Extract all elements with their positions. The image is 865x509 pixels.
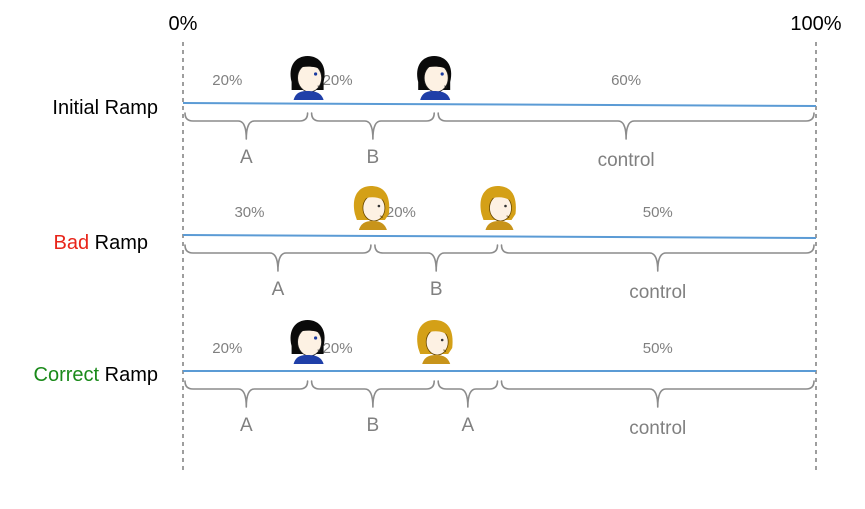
segment-label-bad-0: A — [272, 279, 285, 300]
row-title-bad: Bad Ramp — [54, 232, 149, 254]
segment-brace-initial-1 — [310, 112, 435, 140]
segment-label-initial-1: B — [367, 147, 380, 168]
row-title-correct: Correct Ramp — [34, 364, 158, 386]
user-a-icon — [479, 185, 517, 231]
segment-percent-initial-2: 60% — [611, 72, 641, 89]
segment-brace-bad-0 — [184, 244, 372, 272]
user-a-icon — [353, 185, 390, 231]
segment-brace-correct-3 — [500, 380, 815, 408]
segment-percent-bad-1: 20% — [386, 204, 416, 221]
segment-percent-correct-0: 20% — [212, 340, 242, 357]
segment-brace-initial-2 — [437, 112, 815, 140]
axis-end-label: 100% — [790, 13, 841, 35]
segment-label-correct-0: A — [240, 415, 253, 436]
segment-brace-correct-2 — [437, 380, 499, 408]
user-b-icon — [290, 55, 326, 101]
segment-label-initial-2: control — [598, 150, 655, 171]
row-title-bad-rest: Ramp — [89, 232, 148, 254]
segment-percent-initial-0: 20% — [212, 72, 242, 89]
segment-brace-bad-2 — [500, 244, 815, 272]
ramp-line-initial — [182, 102, 817, 107]
segment-label-correct-2: A — [462, 415, 475, 436]
row-title-initial-rest: Initial Ramp — [52, 97, 158, 119]
user-b-icon — [290, 319, 326, 365]
row-title-correct-prefix: Correct — [34, 364, 100, 386]
segment-label-bad-2: control — [629, 282, 686, 303]
segment-brace-bad-1 — [374, 244, 499, 272]
row-title-initial: Initial Ramp — [52, 97, 158, 119]
user-a-icon — [416, 319, 454, 365]
segment-percent-correct-3: 50% — [643, 340, 673, 357]
segment-label-correct-3: control — [629, 418, 686, 439]
segment-percent-bad-0: 30% — [234, 204, 264, 221]
segment-label-correct-1: B — [367, 415, 380, 436]
segment-brace-correct-0 — [184, 380, 309, 408]
axis-start-label: 0% — [169, 13, 198, 35]
row-title-bad-prefix: Bad — [54, 232, 90, 254]
ramp-row-initial: A 20% B 20% control 60% — [182, 55, 817, 171]
row-title-correct-rest: Ramp — [99, 364, 158, 386]
user-b-icon — [416, 55, 452, 101]
segment-brace-correct-1 — [310, 380, 435, 408]
ramp-row-bad: A 30% B 20% control 50% — [182, 185, 817, 303]
ramp-line-bad — [182, 234, 817, 239]
ramp-rows: A 20% B 20% control 60% A 30% B 20% control 50% A 20%… — [182, 55, 817, 439]
segment-percent-correct-1: 20% — [323, 340, 353, 357]
segment-percent-bad-2: 50% — [643, 204, 673, 221]
segment-label-bad-1: B — [430, 279, 443, 300]
segment-label-initial-0: A — [240, 147, 253, 168]
segment-percent-initial-1: 20% — [323, 72, 353, 89]
segment-brace-initial-0 — [184, 112, 309, 140]
